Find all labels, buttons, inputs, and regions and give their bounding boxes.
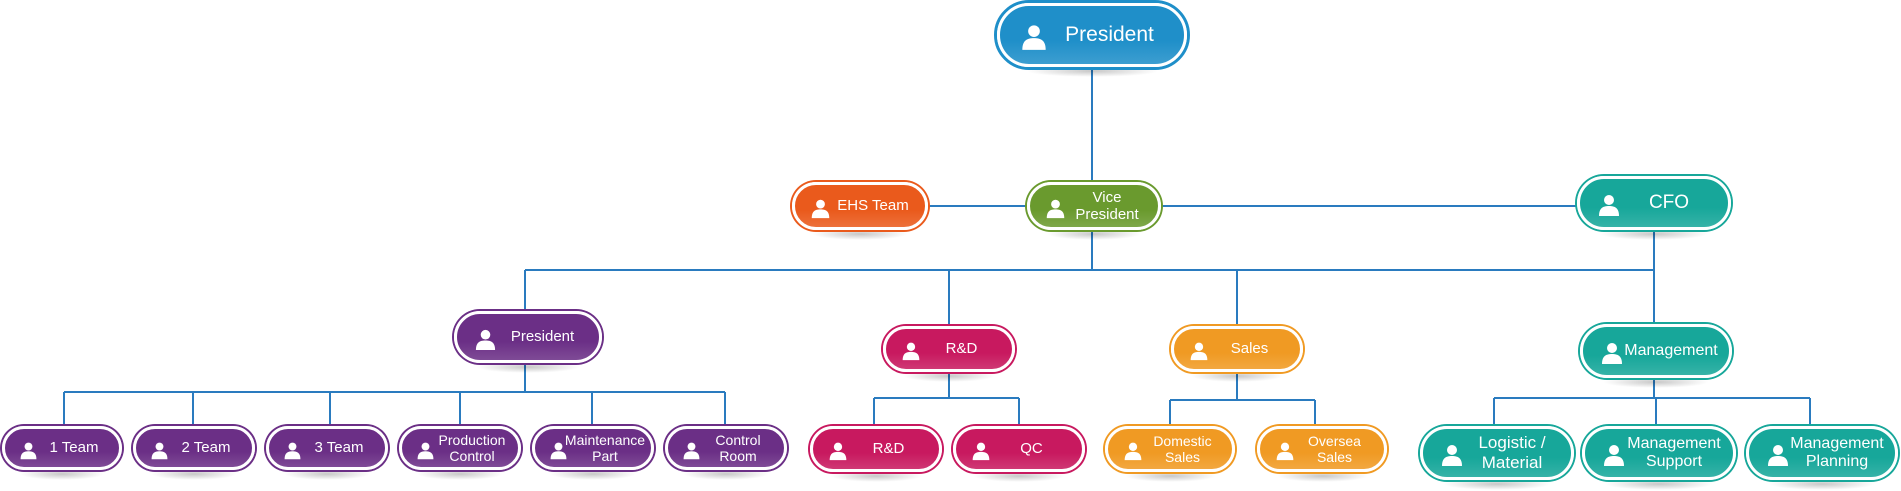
node-shadow — [1602, 376, 1710, 388]
person-icon — [1442, 445, 1462, 466]
person-icon — [1190, 342, 1208, 361]
node-label: Oversea Sales — [1308, 432, 1361, 465]
person-icon — [1022, 25, 1046, 50]
node-qc: QC — [953, 426, 1085, 472]
node-ehs-team: EHS Team — [792, 182, 928, 230]
node-oversea-sales: Oversea Sales — [1257, 426, 1387, 472]
node-sales: Sales — [1171, 326, 1303, 372]
node-shadow — [1443, 478, 1551, 490]
node-vice-president: Vice President — [1027, 182, 1161, 230]
node-label: CFO — [1648, 192, 1690, 214]
node-label: President — [510, 328, 575, 346]
person-icon — [683, 442, 700, 460]
node-shadow — [1276, 470, 1368, 482]
person-icon — [972, 442, 990, 461]
person-icon — [1604, 445, 1624, 466]
node-label: Maintenance Part — [564, 431, 646, 464]
node-team-3: 3 Team — [266, 426, 388, 470]
person-icon — [829, 442, 847, 461]
node-shadow — [902, 370, 996, 382]
node-rnd-group: R&D — [883, 326, 1015, 372]
node-domestic-sales: Domestic Sales — [1105, 426, 1235, 472]
node-label: EHS Team — [837, 197, 909, 215]
node-shadow — [1605, 478, 1713, 490]
node-management-planning: Management Planning — [1746, 426, 1898, 480]
node-shadow — [284, 468, 370, 480]
node-label: Production Control — [438, 431, 506, 464]
node-management: Management — [1580, 324, 1732, 378]
person-icon — [1276, 442, 1294, 461]
node-label: Domestic Sales — [1153, 432, 1212, 465]
node-label: Management Planning — [1790, 434, 1884, 470]
person-icon — [417, 442, 434, 460]
node-label: Control Room — [715, 431, 761, 464]
node-production-control: Production Control — [399, 426, 521, 470]
node-team-1: 1 Team — [2, 426, 122, 470]
node-shadow — [1124, 470, 1216, 482]
node-label: Management — [1624, 341, 1718, 359]
node-maintenance-part: Maintenance Part — [532, 426, 654, 470]
node-label: QC — [1020, 440, 1043, 458]
node-shadow — [683, 468, 769, 480]
node-shadow — [151, 468, 237, 480]
person-icon — [811, 199, 830, 219]
node-cfo: CFO — [1577, 176, 1731, 230]
node-logistic-material: Logistic / Material — [1420, 426, 1574, 480]
node-shadow — [1047, 228, 1141, 240]
node-team-2: 2 Team — [133, 426, 255, 470]
person-icon — [284, 442, 301, 460]
node-management-support: Management Support — [1582, 426, 1736, 480]
node-label: Management Support — [1627, 434, 1721, 470]
node-label: Vice President — [1075, 188, 1139, 223]
node-label: 2 Team — [181, 439, 231, 457]
node-label: Logistic / Material — [1478, 433, 1546, 472]
node-shadow — [972, 470, 1066, 482]
node-shadow — [829, 470, 923, 482]
node-shadow — [1600, 228, 1708, 240]
node-shadow — [1190, 370, 1284, 382]
node-label: President — [1065, 22, 1154, 46]
person-icon — [1046, 199, 1065, 219]
person-icon — [1599, 195, 1619, 216]
node-shadow — [476, 361, 580, 373]
node-shadow — [1768, 478, 1876, 490]
node-label: Sales — [1230, 340, 1269, 358]
node-label: 3 Team — [314, 439, 364, 457]
node-shadow — [550, 468, 636, 480]
node-label: R&D — [872, 440, 905, 458]
node-shadow — [417, 468, 503, 480]
node-top-president: President — [994, 0, 1190, 70]
person-icon — [20, 442, 37, 460]
person-icon — [1768, 445, 1788, 466]
node-control-room: Control Room — [665, 426, 787, 470]
node-label: 1 Team — [49, 439, 99, 457]
person-icon — [1124, 442, 1142, 461]
person-icon — [902, 342, 920, 361]
node-president-2: President — [454, 311, 602, 363]
person-icon — [475, 329, 496, 351]
node-shadow — [812, 228, 908, 240]
person-icon — [151, 442, 168, 460]
person-icon — [550, 442, 567, 460]
node-rnd: R&D — [810, 426, 942, 472]
node-shadow — [20, 468, 104, 480]
person-icon — [1602, 343, 1622, 364]
node-label: R&D — [945, 340, 978, 358]
